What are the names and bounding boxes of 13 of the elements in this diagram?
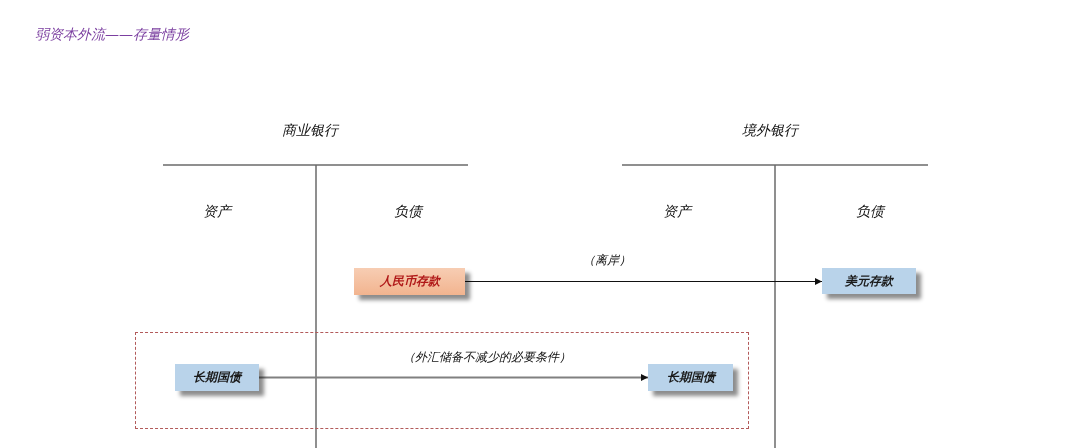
bond-entry-box: 长期国债	[175, 364, 259, 391]
column-heading: 资产	[663, 203, 691, 221]
column-heading: 资产	[203, 203, 231, 221]
bond-entry-box: 长期国债	[648, 364, 733, 391]
column-heading: 负债	[394, 203, 422, 221]
column-heading: 负债	[856, 203, 884, 221]
account-heading: 商业银行	[282, 122, 338, 140]
deposit-entry-box: 美元存款	[822, 268, 916, 294]
arrow	[258, 374, 649, 381]
diagram-title: 弱资本外流——存量情形	[35, 26, 189, 44]
arrow	[464, 278, 823, 285]
account-heading: 境外银行	[742, 122, 798, 140]
deposit-entry-box: 人民币存款	[354, 268, 465, 295]
